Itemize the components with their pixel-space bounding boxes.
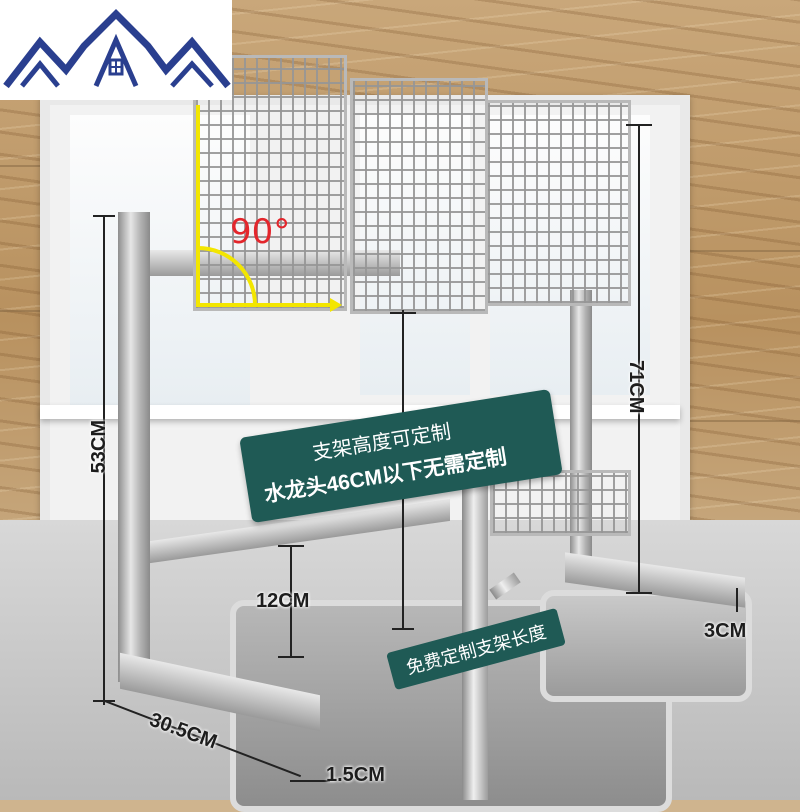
dim-tube: 1.5CM	[326, 764, 385, 786]
dim-tick	[93, 700, 115, 702]
dish-basket-right	[485, 100, 631, 306]
dim-tick	[93, 215, 115, 217]
dim-tick	[626, 124, 652, 126]
sink-basin-right	[540, 590, 752, 702]
dim-line-gap	[290, 545, 292, 657]
dim-tick	[736, 588, 738, 612]
rack-left-post	[118, 212, 150, 682]
store-logo	[0, 0, 232, 100]
dim-line-left-height	[103, 215, 105, 705]
tile-seam	[680, 250, 800, 252]
tile-seam	[680, 420, 800, 422]
dim-tick	[278, 656, 304, 658]
dim-tick	[278, 545, 304, 547]
dim-line-tube	[290, 780, 330, 782]
angle-yellow-lines	[196, 105, 330, 307]
angle-arc	[196, 245, 258, 307]
dim-tick	[626, 592, 652, 594]
dim-line-right-height	[638, 124, 640, 594]
dim-foot: 3CM	[704, 620, 747, 642]
tile-seam	[0, 310, 40, 312]
dim-tick	[390, 312, 416, 314]
house-roofs-logo-icon	[3, 9, 231, 89]
dim-gap: 12CM	[256, 590, 310, 612]
dim-height-right: 71CM	[625, 360, 647, 414]
dim-height-left: 53CM	[88, 420, 110, 474]
dim-tick	[392, 628, 414, 630]
angle-label: 90°	[230, 212, 291, 252]
tile-seam	[0, 165, 40, 167]
cutting-board-basket	[193, 55, 347, 311]
sink-sponge-basket	[490, 470, 631, 536]
angle-arrow	[330, 298, 342, 312]
